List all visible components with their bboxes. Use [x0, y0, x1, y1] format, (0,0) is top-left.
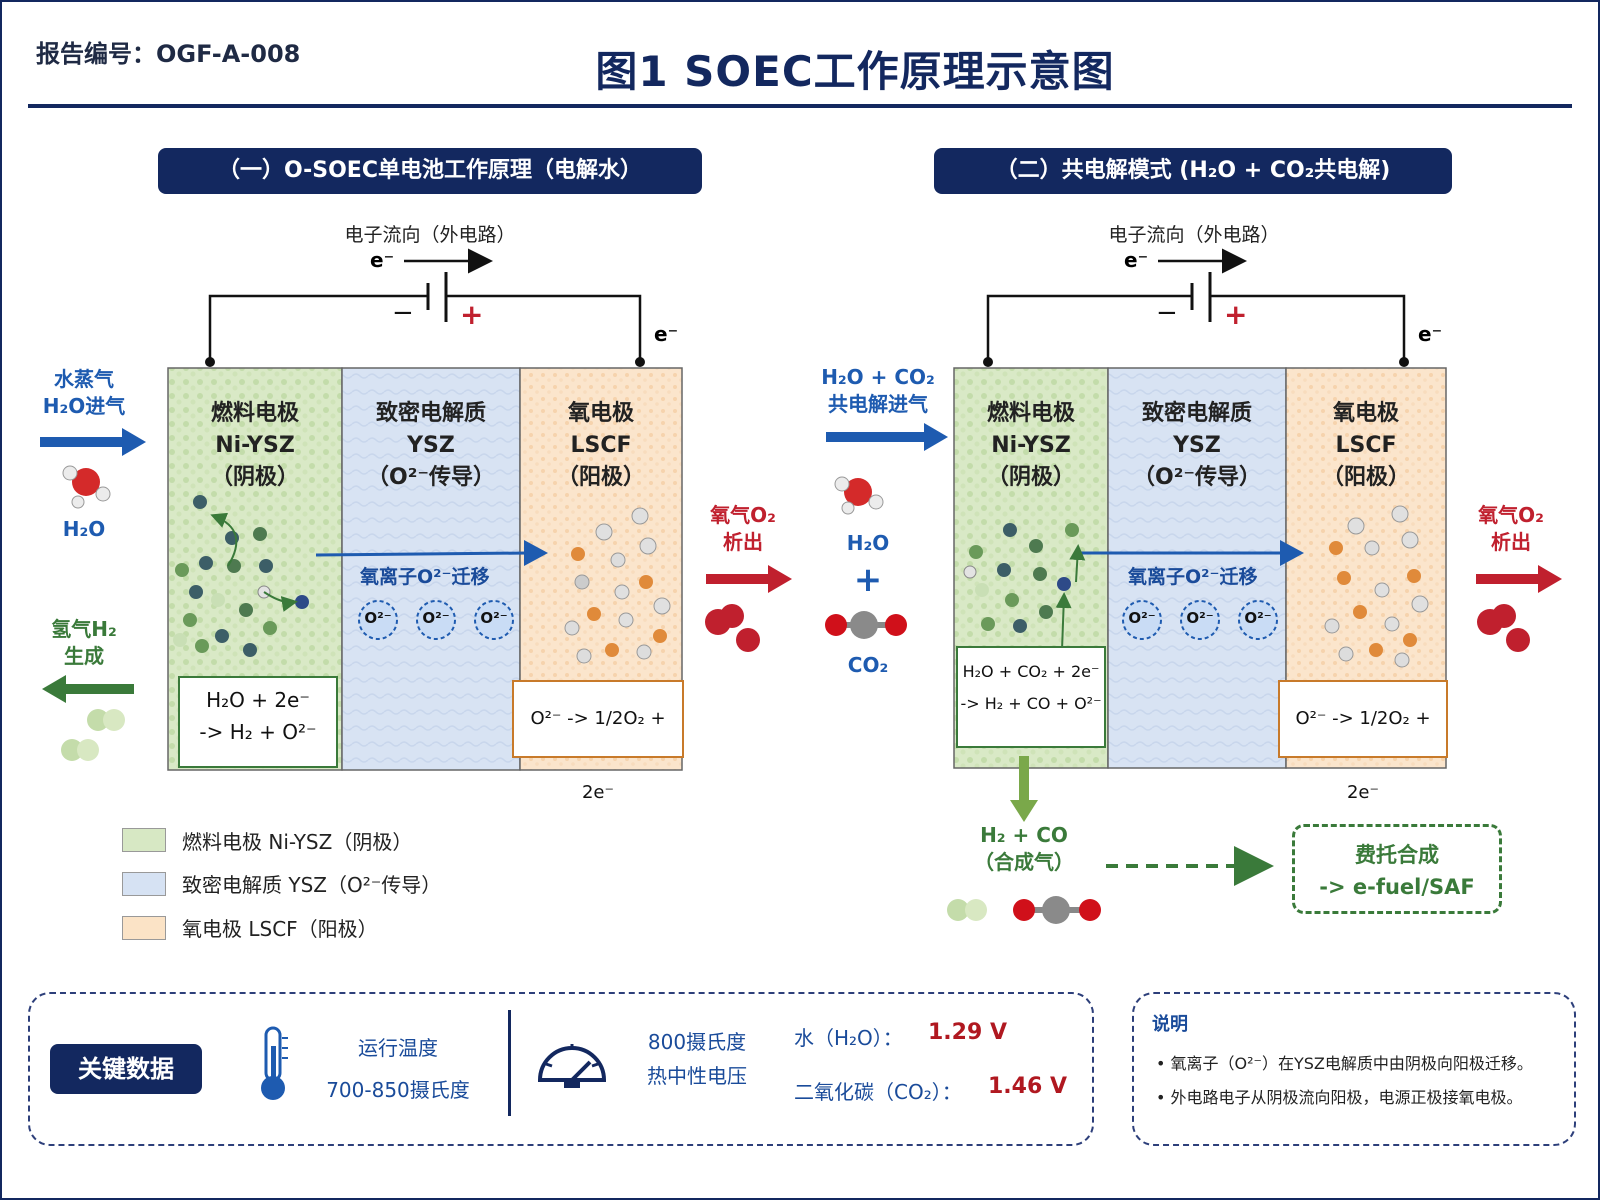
s2-cathode-particles	[963, 523, 1086, 651]
s1-circuit-label: 电子流向（外电路）	[344, 224, 516, 246]
s2-circuit	[983, 248, 1409, 367]
key-data-panel	[28, 992, 1094, 1146]
note-item: • 外电路电子从阴极流向阳极，电源正极接氧电极。	[1156, 1088, 1523, 1107]
s1-cathode-particles	[173, 495, 309, 657]
h2-molecule-icon	[947, 899, 987, 921]
s1-ion-migration-label: 氧离子O²⁻迁移	[360, 566, 490, 588]
s1-electron-top: e⁻	[370, 248, 395, 272]
water-molecule-icon	[834, 476, 884, 515]
water-voltage-label: 水（H₂O）：	[794, 1026, 903, 1050]
s1-water-inlet-arrow	[40, 428, 146, 456]
s1-cathode-equation: H₂O + 2e⁻-> H₂ + O²⁻	[178, 676, 338, 768]
s2-anode-particles	[1324, 505, 1429, 668]
s2-electron-top: e⁻	[1124, 248, 1149, 272]
page-title: 图1 SOEC工作原理示意图	[595, 47, 1115, 96]
s2-ion-migration-label: 氧离子O²⁻迁移	[1128, 566, 1258, 588]
s2-syngas-label: H₂ + CO（合成气）	[974, 823, 1074, 874]
s1-electrolyte-layer	[341, 367, 521, 771]
s1-hydrogen-outlet-arrow	[42, 675, 134, 703]
voltage-label-2: 热中性电压	[647, 1064, 747, 1088]
legend-swatch-electrolyte	[122, 872, 166, 896]
report-number: 报告编号：OGF-A-008	[36, 40, 301, 68]
water-molecule-icon	[62, 465, 111, 509]
s2-ion-2: O²⁻	[1186, 609, 1214, 627]
s1-ion-1: O²⁻	[364, 609, 392, 627]
o2-molecule-icon	[705, 604, 760, 652]
water-voltage-value: 1.29 V	[928, 1020, 1007, 1045]
key-data-badge: 关键数据	[50, 1044, 202, 1094]
s1-h2o-label: H₂O	[62, 517, 106, 541]
s2-electrolyte-layer	[1107, 367, 1287, 769]
notes-title: 说明	[1152, 1014, 1188, 1035]
s2-co2-label: CO₂	[847, 653, 889, 677]
legend-cathode: 燃料电极 Ni-YSZ（阴极）	[182, 830, 413, 854]
co2-molecule-icon	[1013, 896, 1101, 924]
s1-ion-3: O²⁻	[480, 609, 508, 627]
legend-swatch-cathode	[122, 828, 166, 852]
s2-minus: −	[1156, 298, 1178, 328]
h2-molecule-icon	[61, 709, 125, 761]
o2-molecule-icon	[1477, 604, 1530, 652]
temp-value: 700-850摄氏度	[326, 1078, 470, 1102]
s2-electron-right: e⁻	[1418, 322, 1443, 346]
s2-ion-arrow	[1080, 540, 1304, 566]
s2-ion-3: O²⁻	[1244, 609, 1272, 627]
legend-swatch-anode	[122, 916, 166, 940]
legend-electrolyte: 致密电解质 YSZ（O²⁻传导）	[182, 873, 442, 897]
s2-syngas-arrow	[1010, 756, 1038, 822]
key-data-divider	[508, 1010, 511, 1116]
s2-h2o-label: H₂O	[846, 531, 890, 555]
fischer-tropsch-box: 费托合成-> e-fuel/SAF	[1292, 824, 1502, 914]
temp-label: 运行温度	[358, 1036, 438, 1060]
co2-molecule-icon	[825, 611, 907, 639]
s1-anode-equation: O²⁻ -> 1/2O₂ + 2e⁻	[512, 680, 684, 803]
s1-oxygen-outlet-arrow	[706, 565, 792, 593]
thermometer-icon	[261, 1026, 288, 1100]
s1-oxide-ions	[358, 600, 514, 640]
s1-plus: +	[460, 298, 484, 331]
co2-voltage-label: 二氧化碳（CO₂）：	[794, 1080, 962, 1104]
s1-circuit	[205, 248, 645, 367]
s2-oxide-ions	[1122, 600, 1278, 640]
s2-oxygen-outlet-arrow	[1476, 565, 1562, 593]
s2-circuit-label: 电子流向（外电路）	[1108, 224, 1280, 246]
s1-minus: −	[392, 298, 414, 328]
s2-gas-inlet-arrow	[826, 423, 948, 451]
s2-plus-sign: +	[853, 560, 883, 600]
section2-heading: （二）共电解模式 (H₂O + CO₂共电解)	[934, 148, 1452, 194]
speedometer-icon	[537, 1044, 607, 1088]
note-item: • 氧离子（O²⁻）在YSZ电解质中由阴极向阳极迁移。	[1156, 1054, 1533, 1073]
s2-cathode-equation: H₂O + CO₂ + 2e⁻-> H₂ + CO + O²⁻	[956, 646, 1106, 748]
voltage-label-1: 800摄氏度	[647, 1030, 747, 1054]
s1-electron-right: e⁻	[654, 322, 679, 346]
s1-ion-2: O²⁻	[422, 609, 450, 627]
s2-plus: +	[1224, 298, 1248, 331]
section1-heading: （一）O-SOEC单电池工作原理（电解水）	[158, 148, 702, 194]
s2-anode-equation: O²⁻ -> 1/2O₂ + 2e⁻	[1278, 680, 1448, 803]
co2-voltage-value: 1.46 V	[988, 1074, 1067, 1099]
notes-panel	[1132, 992, 1576, 1146]
legend-anode: 氧电极 LSCF（阳极）	[182, 917, 378, 941]
title-divider	[28, 104, 1572, 108]
s1-ion-arrow	[315, 540, 548, 566]
s2-ion-1: O²⁻	[1128, 609, 1156, 627]
s1-anode-particles	[564, 507, 671, 664]
